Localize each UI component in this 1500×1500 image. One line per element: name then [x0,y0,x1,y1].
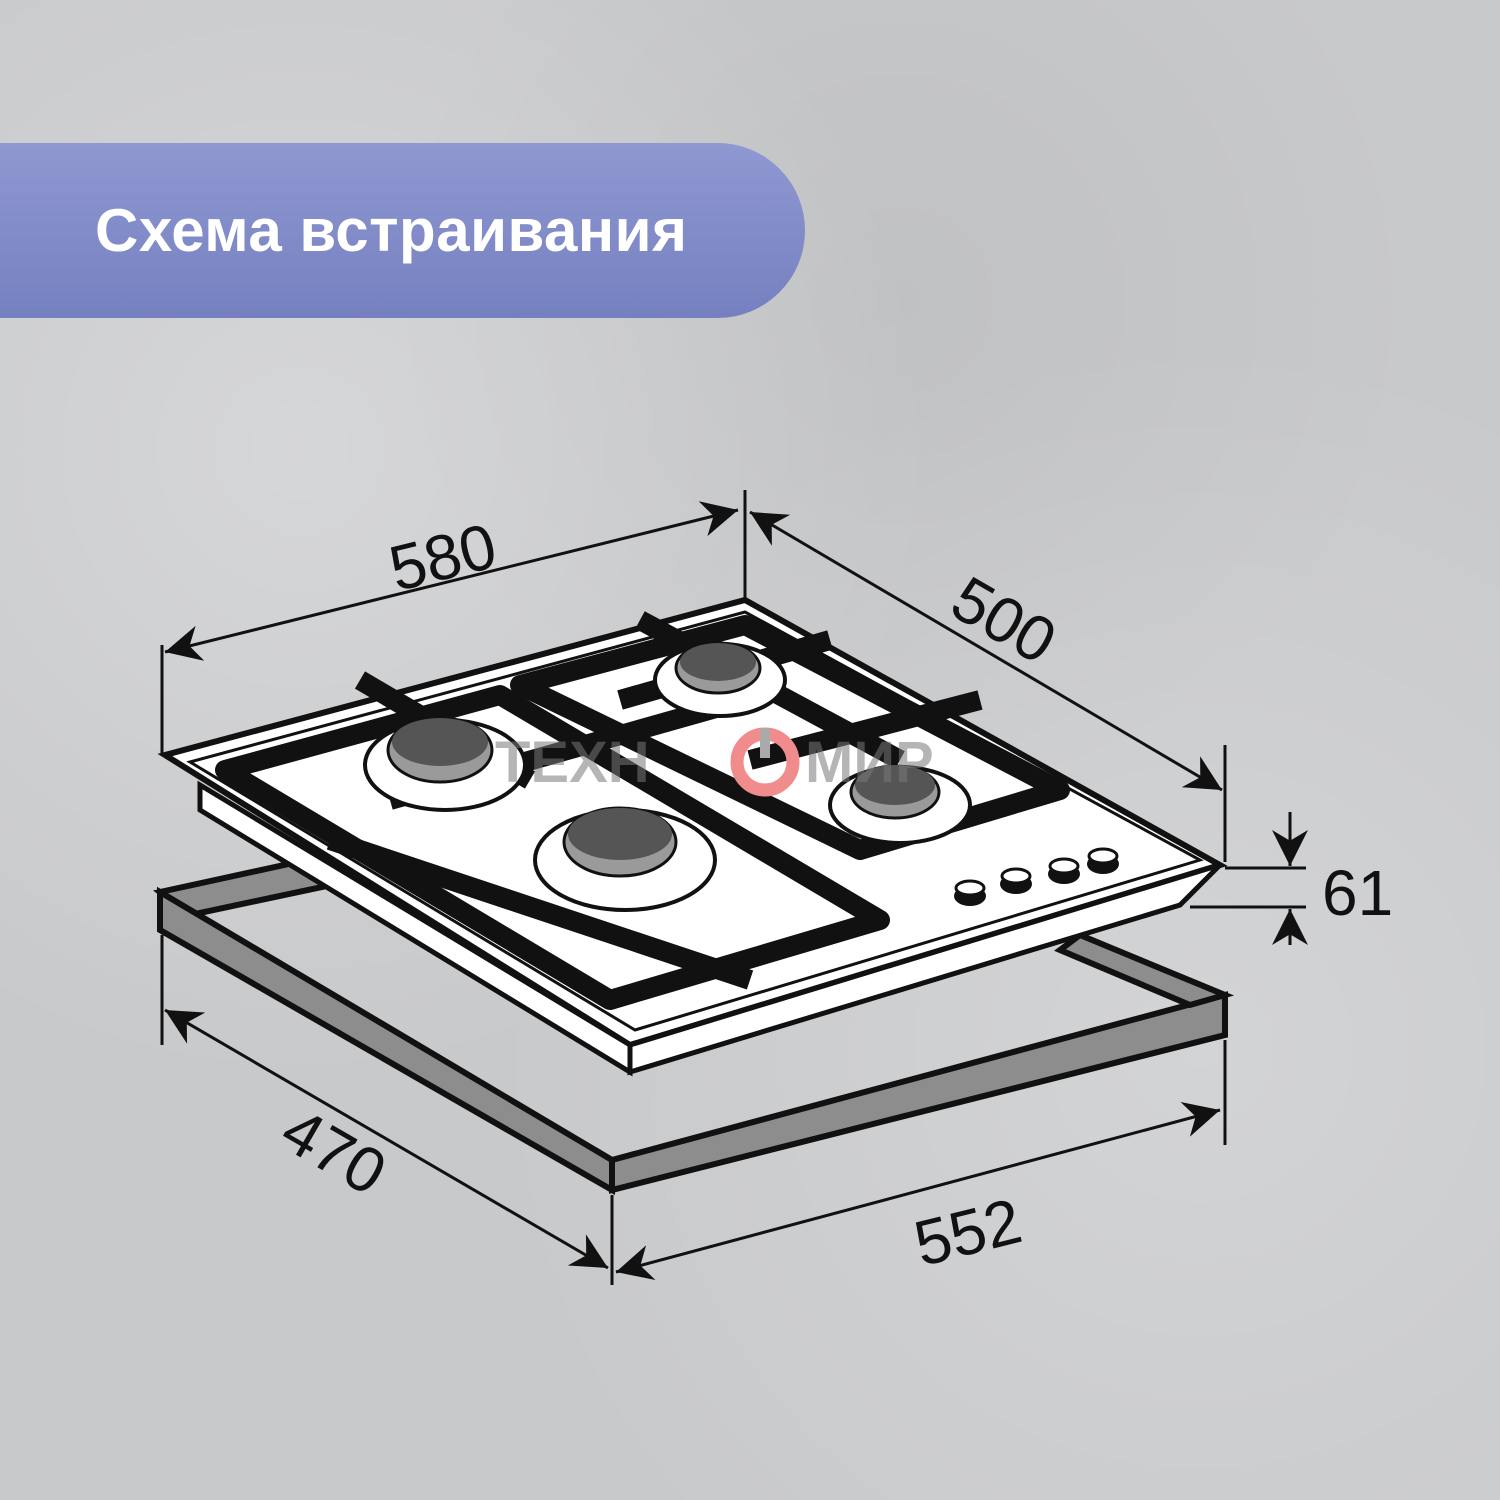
dimension-500: 500 [940,562,1068,678]
burner-front-right [533,806,717,912]
dimension-552: 552 [907,1184,1028,1280]
svg-text:МИР: МИР [805,730,934,795]
dimension-580: 580 [382,509,503,605]
burner-front-left [363,716,527,812]
dimension-61: 61 [1322,857,1393,929]
control-knobs [954,847,1119,906]
title-banner: Схема встраивания [0,143,805,318]
dimension-lines [160,490,1308,1285]
dimension-470: 470 [270,1093,398,1209]
burner-back-left [653,641,787,718]
gas-hob [157,596,1228,1077]
svg-text:ТЕХН: ТЕХН [495,730,650,795]
page-title: Схема встраивания [95,197,688,264]
